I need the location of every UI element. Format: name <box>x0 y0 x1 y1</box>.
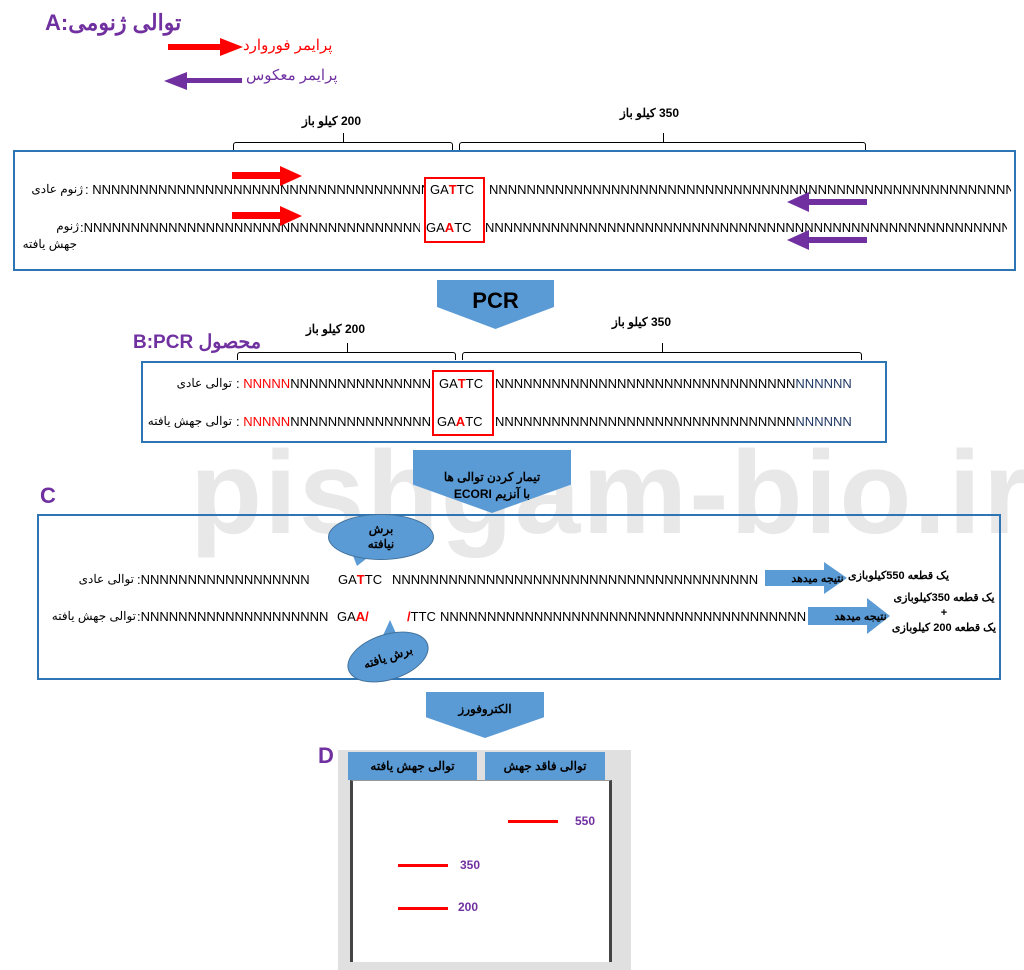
mutant-seq-label: توالی جهش یافته <box>147 414 232 428</box>
mutant-seq-label: توالی جهش یافته <box>51 609 136 623</box>
reverse-primer-legend-arrow-icon <box>164 72 242 90</box>
band-label-200: 200 <box>458 900 479 914</box>
mutant-left-seq: :NNNNNNNNNNNNNNNNNNNN <box>137 609 329 624</box>
brace-200 <box>233 133 453 150</box>
ecori-site-highlight <box>424 177 485 243</box>
reverse-primer-arrow-icon <box>787 192 867 212</box>
section-c-title: C <box>40 483 56 508</box>
result-mutant: یک قطعه 350کیلوبازی + یک قطعه 200 کیلوبا… <box>888 591 1000 636</box>
brace-label-200: 200 کیلو باز <box>302 114 361 128</box>
normal-seq-label: توالی عادی <box>78 572 134 586</box>
normal-right-seq: NNNNNNNNNNNNNNNNNNNNNNNNNNNNNNNNNNNNNNNN <box>392 572 759 587</box>
enzyme-step-line1: تیمار کردن توالی ها <box>443 469 541 484</box>
mutant-genome-label-1: ژنوم <box>56 219 79 233</box>
enzyme-step-arrow: تیمار کردن توالی ها با آنزیم ECORI <box>413 450 571 513</box>
section-a-title: A:توالی ژنومی <box>45 10 181 36</box>
pcr-product-box <box>141 361 887 443</box>
normal-pcr-right-seq: NNNNNNNNNNNNNNNNNNNNNNNNNNNNNNNNNNNNNN <box>495 376 852 391</box>
brace-200 <box>237 343 456 360</box>
mutant-pcr-site: GAATC <box>437 414 483 429</box>
mutant-genome-left-seq: :NNNNNNNNNNNNNNNNNNNNNNNNNNNNNNNNNNNNNNN <box>80 220 420 235</box>
normal-left-seq: :NNNNNNNNNNNNNNNNNN <box>137 572 310 587</box>
mutant-genome-site: GAATC <box>426 220 472 235</box>
result-fragment-350: یک قطعه 350کیلوبازی <box>893 592 995 604</box>
mutant-site-left: GAA/ <box>337 609 369 624</box>
band-label-550: 550 <box>575 814 596 828</box>
mutant-genome-right-seq: NNNNNNNNNNNNNNNNNNNNNNNNNNNNNNNNNNNNNNNN… <box>485 220 1007 235</box>
brace-350 <box>459 133 866 150</box>
normal-pcr-left-seq: : NNNNNNNNNNNNNNNNNNNNNNNNN <box>236 376 430 391</box>
brace-label-200: 200 کیلو باز <box>306 322 365 336</box>
section-title-text: توالی ژنومی <box>68 10 182 35</box>
lane-header-normal: توالی فاقد جهش <box>485 752 605 780</box>
normal-genome-site: GATTC <box>430 182 475 197</box>
electrophoresis-step-arrow: الکتروفورز <box>426 692 544 738</box>
band-label-350: 350 <box>460 858 481 872</box>
mutant-pcr-right-seq: NNNNNNNNNNNNNNNNNNNNNNNNNNNNNNNNNNNNNN <box>495 414 852 429</box>
mutant-pcr-left-seq: : NNNNNNNNNNNNNNNNNNNNNNNNN <box>236 414 430 429</box>
normal-pcr-site: GATTC <box>439 376 484 391</box>
genomic-sequence-box <box>13 150 1016 271</box>
mutant-right-seq: NNNNNNNNNNNNNNNNNNNNNNNNNNNNNNNNNNNNNNNN… <box>440 609 807 624</box>
mutant-genome-label-2: جهش یافته <box>22 237 77 251</box>
section-letter: B:PCR <box>133 332 194 353</box>
digestion-box <box>37 514 1001 680</box>
result-plus: + <box>940 607 948 619</box>
forward-primer-arrow-icon <box>232 206 302 226</box>
section-letter: A: <box>45 10 69 35</box>
enzyme-step-line2: با آنزیم ECORI <box>453 486 531 501</box>
section-title-text: محصول <box>198 332 261 353</box>
normal-genome-right-seq: NNNNNNNNNNNNNNNNNNNNNNNNNNNNNNNNNNNNNNNN… <box>489 182 1011 197</box>
section-d-title: D <box>318 743 334 768</box>
section-b-title: B:PCR محصول <box>133 331 261 354</box>
reverse-primer-label: پرایمر معکوس <box>246 67 338 84</box>
result-fragment-200: یک قطعه 200 کیلوبازی <box>891 622 997 634</box>
forward-primer-label: پرایمر فوروارد <box>243 37 333 54</box>
brace-label-350: 350 کیلو باز <box>620 106 679 120</box>
band-550 <box>508 820 558 823</box>
lane-header-mutant: توالی جهش یافته <box>348 752 477 780</box>
pcr-step-arrow: PCR <box>437 280 554 329</box>
band-200 <box>398 907 448 910</box>
forward-primer-arrow-icon <box>232 166 302 186</box>
gel <box>350 780 612 962</box>
normal-genome-label: ژنوم عادی <box>31 182 83 196</box>
ecori-site-highlight <box>432 370 494 436</box>
band-350 <box>398 864 448 867</box>
mutant-site-right: /TTC <box>407 609 436 624</box>
brace-350 <box>462 343 862 360</box>
normal-seq-label: توالی عادی <box>176 376 232 390</box>
normal-genome-left-seq: : NNNNNNNNNNNNNNNNNNNNNNNNNNNNNNNNNNNNNN… <box>85 182 425 197</box>
reverse-primer-arrow-icon <box>787 230 867 250</box>
normal-site: GATTC <box>338 572 383 587</box>
result-normal: یک قطعه 550کیلوبازی <box>848 570 950 582</box>
forward-primer-legend-arrow-icon <box>168 38 243 56</box>
brace-label-350: 350 کیلو باز <box>612 315 671 329</box>
